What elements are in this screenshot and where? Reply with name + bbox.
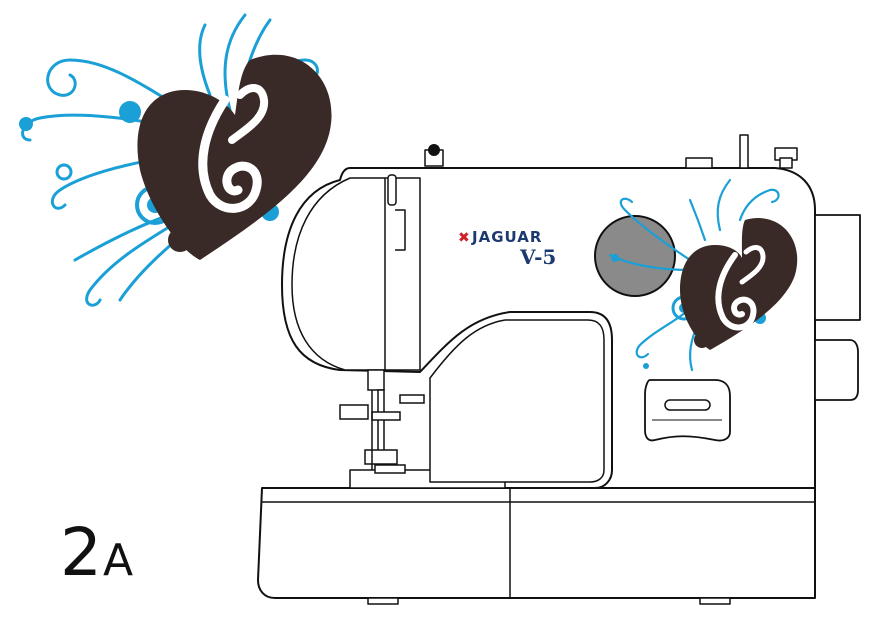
heart-clef-large-icon xyxy=(137,54,332,261)
bobbin-knob xyxy=(814,339,859,401)
brand-name: JAGUAR xyxy=(471,228,542,246)
brand-logo: ✖ JAGUAR V-5 xyxy=(458,228,556,269)
needle-assembly xyxy=(339,369,425,474)
variant-letter: A xyxy=(103,535,134,586)
variant-label: 2A xyxy=(60,520,133,586)
brand-mark-icon: ✖ xyxy=(458,230,470,246)
machine-body xyxy=(257,134,861,605)
face-plate xyxy=(291,177,421,371)
handwheel xyxy=(814,214,861,321)
model-name: V-5 xyxy=(519,245,556,269)
tension-dial xyxy=(594,215,676,297)
machine-base xyxy=(257,487,816,599)
variant-number: 2 xyxy=(60,514,102,591)
heart-clef-small-icon xyxy=(680,218,798,350)
